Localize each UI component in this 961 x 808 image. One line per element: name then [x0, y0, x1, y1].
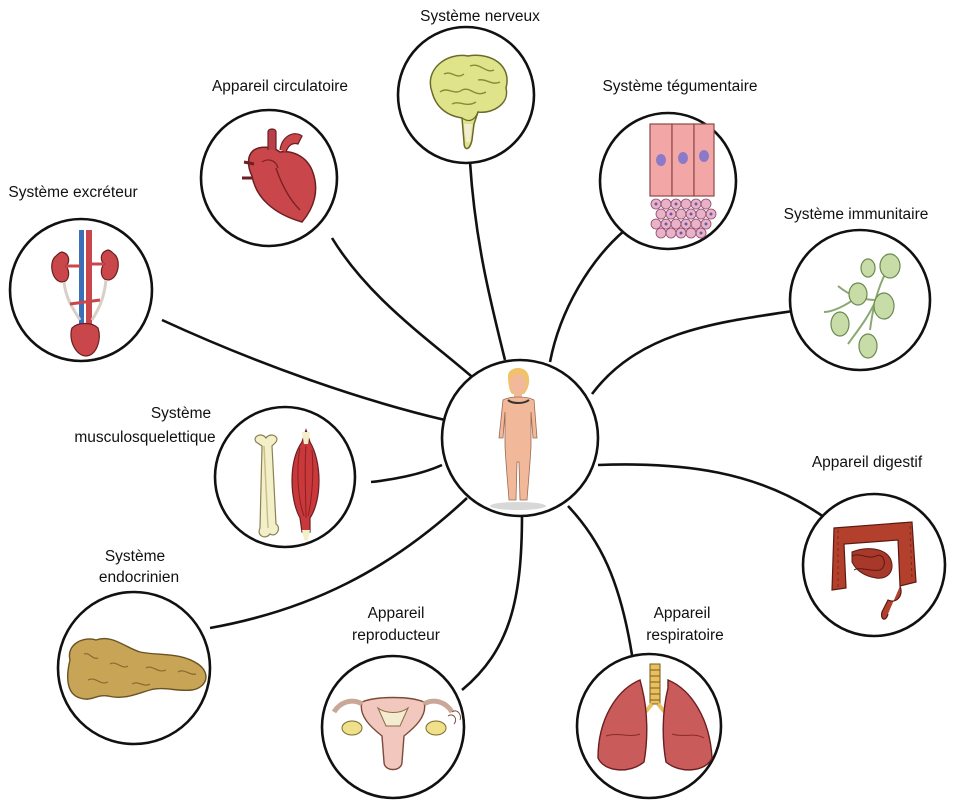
link-respiratoire: [568, 506, 632, 655]
label-musculo-1: Système: [151, 405, 211, 422]
node-digestif: Appareil digestif: [803, 454, 945, 636]
label-excreteur: Système excréteur: [8, 184, 137, 201]
link-immunitaire: [592, 310, 800, 394]
label-endocrinien-1: Système: [105, 548, 165, 565]
label-endocrinien-2: endocrinien: [99, 569, 179, 586]
node-circulatoire: Appareil circulatoire: [201, 78, 348, 246]
node-tegumentaire: Système tégumentaire: [600, 78, 758, 249]
node-respiratoire: Appareil respiratoire: [577, 605, 724, 798]
link-tegumentaire: [550, 230, 625, 362]
node-musculo: Système musculosquelettique: [74, 405, 355, 547]
link-nerveux: [470, 162, 505, 360]
node-endocrinien: Système endocrinien: [58, 548, 210, 744]
label-circulatoire: Appareil circulatoire: [212, 78, 348, 95]
link-musculo: [371, 465, 442, 482]
link-circulatoire: [332, 238, 478, 382]
label-respiratoire-2: respiratoire: [646, 627, 724, 644]
label-nerveux: Système nerveux: [420, 8, 540, 25]
node-immunitaire: Système immunitaire: [784, 206, 930, 370]
node-nerveux: Système nerveux: [398, 8, 540, 163]
label-reproducteur-1: Appareil: [368, 605, 425, 622]
label-respiratoire-1: Appareil: [654, 605, 711, 622]
label-digestif: Appareil digestif: [812, 454, 923, 471]
node-reproducteur: Appareil reproducteur: [322, 605, 464, 798]
link-digestif: [598, 464, 828, 520]
center-node: [442, 360, 598, 516]
node-excreteur: Système excréteur: [8, 184, 152, 361]
skin-cells-icon: [650, 124, 716, 238]
label-immunitaire: Système immunitaire: [784, 206, 929, 223]
link-reproducteur: [462, 514, 522, 690]
label-reproducteur-2: reproducteur: [352, 627, 440, 644]
label-musculo-2: musculosquelettique: [74, 429, 215, 446]
label-tegumentaire: Système tégumentaire: [602, 78, 757, 95]
